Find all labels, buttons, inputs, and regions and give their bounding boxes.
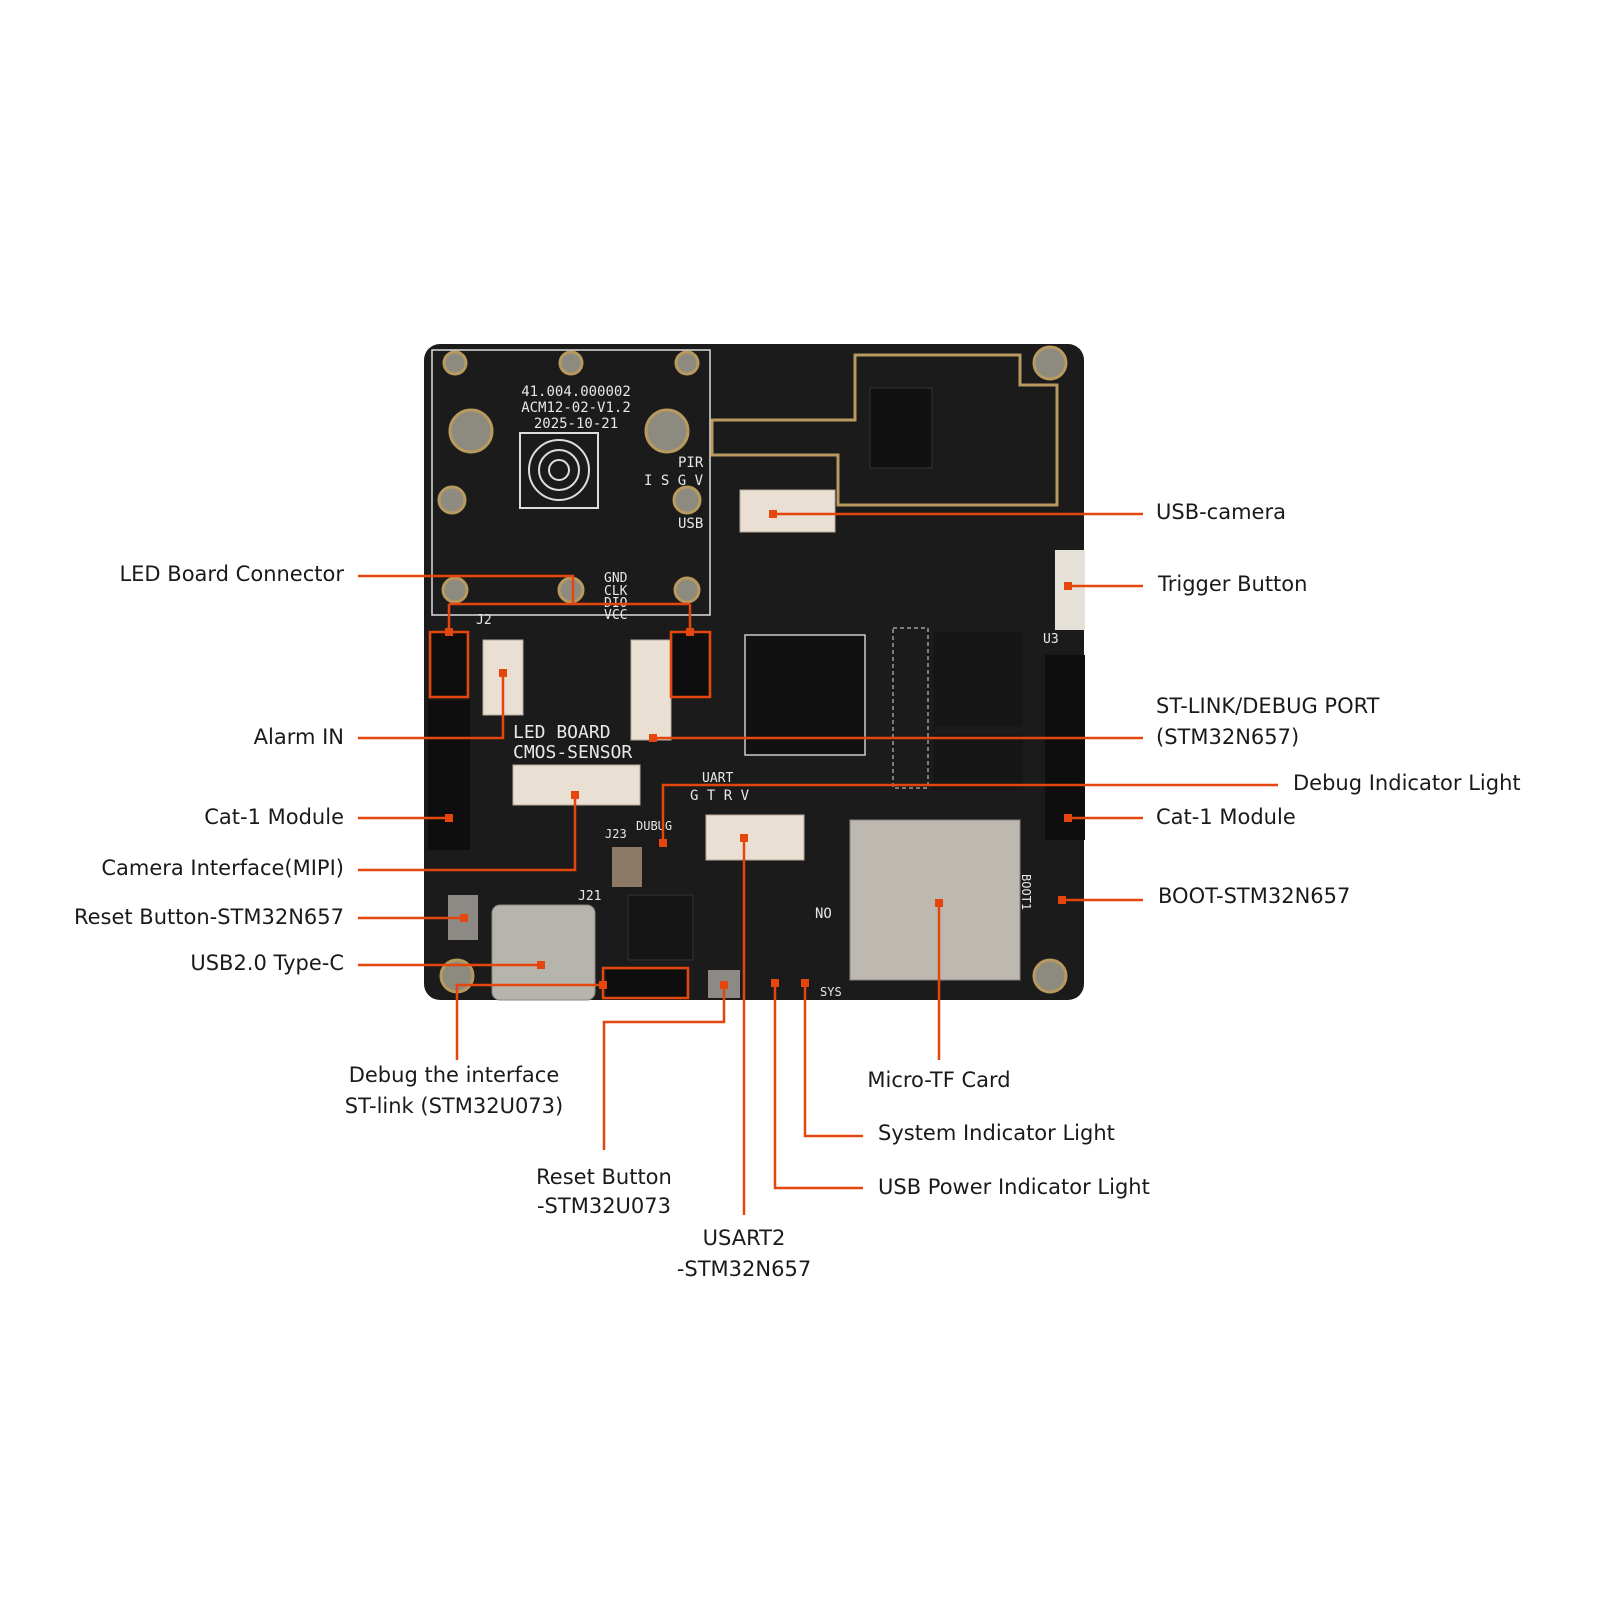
svg-text:CLK: CLK [604, 584, 628, 599]
svg-text:J23: J23 [605, 827, 627, 841]
svg-text:U3: U3 [1043, 632, 1059, 647]
leader-alarm-in [358, 673, 505, 740]
label-line: -STM32N657 [676, 1257, 812, 1281]
leader-debug-interface [455, 983, 603, 1060]
svg-text:J21: J21 [578, 889, 601, 904]
label-line: -STM32U073 [536, 1194, 672, 1218]
label-line: ST-link (STM32U073) [344, 1094, 564, 1118]
label-cat1-module-right: Cat-1 Module [1156, 805, 1296, 829]
leader-led-board [358, 574, 692, 632]
leader-lines [358, 512, 1278, 1215]
svg-text:I S G V: I S G V [644, 473, 704, 489]
label-boot-n657: BOOT-STM32N657 [1158, 884, 1351, 908]
svg-text:G T R V: G T R V [690, 788, 750, 804]
label-micro-tf-card: Micro-TF Card [867, 1068, 1011, 1092]
leader-usb-power [773, 983, 863, 1190]
label-stlink-debug-port: ST-LINK/DEBUG PORT (STM32N657) [1156, 691, 1380, 753]
svg-text:J2: J2 [476, 613, 492, 628]
svg-text:USB: USB [678, 516, 703, 532]
label-usb-camera: USB-camera [1156, 500, 1286, 524]
leader-reset-u073 [602, 985, 726, 1150]
svg-text:GND: GND [604, 571, 628, 586]
label-line: USART2 [702, 1226, 786, 1250]
svg-text:CMOS-SENSOR: CMOS-SENSOR [513, 742, 632, 763]
leader-system [803, 983, 863, 1138]
svg-text:2025-10-21: 2025-10-21 [534, 416, 618, 432]
label-trigger-button: Trigger Button [1158, 572, 1308, 596]
svg-text:LED BOARD: LED BOARD [513, 722, 611, 743]
label-line: ST-LINK/DEBUG PORT [1156, 694, 1380, 718]
pcb-board [424, 344, 1085, 1001]
svg-text:DUBUG: DUBUG [636, 819, 672, 833]
label-line: (STM32N657) [1156, 725, 1300, 749]
label-alarm-in: Alarm IN [253, 725, 344, 749]
svg-text:UART: UART [702, 771, 733, 786]
svg-text:NO: NO [815, 906, 832, 922]
leader-camera [358, 795, 577, 872]
silk-boot1: BOOT1 [1019, 874, 1033, 910]
svg-text:SYS: SYS [820, 985, 842, 999]
label-led-board-connector: LED Board Connector [119, 562, 344, 586]
label-reset-button-u073: Reset Button -STM32U073 [504, 1163, 704, 1221]
svg-text:PIR: PIR [678, 455, 704, 471]
label-cat1-module-left: Cat-1 Module [204, 805, 344, 829]
label-line: Debug the interface [348, 1063, 560, 1087]
label-line: Reset Button [536, 1165, 672, 1189]
label-camera-interface: Camera Interface(MIPI) [101, 856, 344, 880]
silkscreen-text: 41.004.000002 ACM12-02-V1.2 2025-10-21 P… [476, 384, 1059, 999]
anchor-markers [445, 510, 1072, 989]
label-reset-button-n657: Reset Button-STM32N657 [73, 905, 344, 929]
label-usb-power-indicator-light: USB Power Indicator Light [878, 1175, 1150, 1199]
label-usart2: USART2 -STM32N657 [644, 1223, 844, 1285]
label-debug-interface: Debug the interface ST-link (STM32U073) [304, 1060, 604, 1122]
label-usb-type-c: USB2.0 Type-C [190, 951, 344, 975]
label-system-indicator-light: System Indicator Light [878, 1121, 1115, 1145]
leader-debug-light [661, 783, 1278, 843]
svg-text:ACM12-02-V1.2: ACM12-02-V1.2 [521, 400, 631, 416]
svg-text:41.004.000002: 41.004.000002 [521, 384, 631, 400]
svg-text:VCC: VCC [604, 608, 627, 623]
label-debug-indicator-light: Debug Indicator Light [1293, 771, 1521, 795]
